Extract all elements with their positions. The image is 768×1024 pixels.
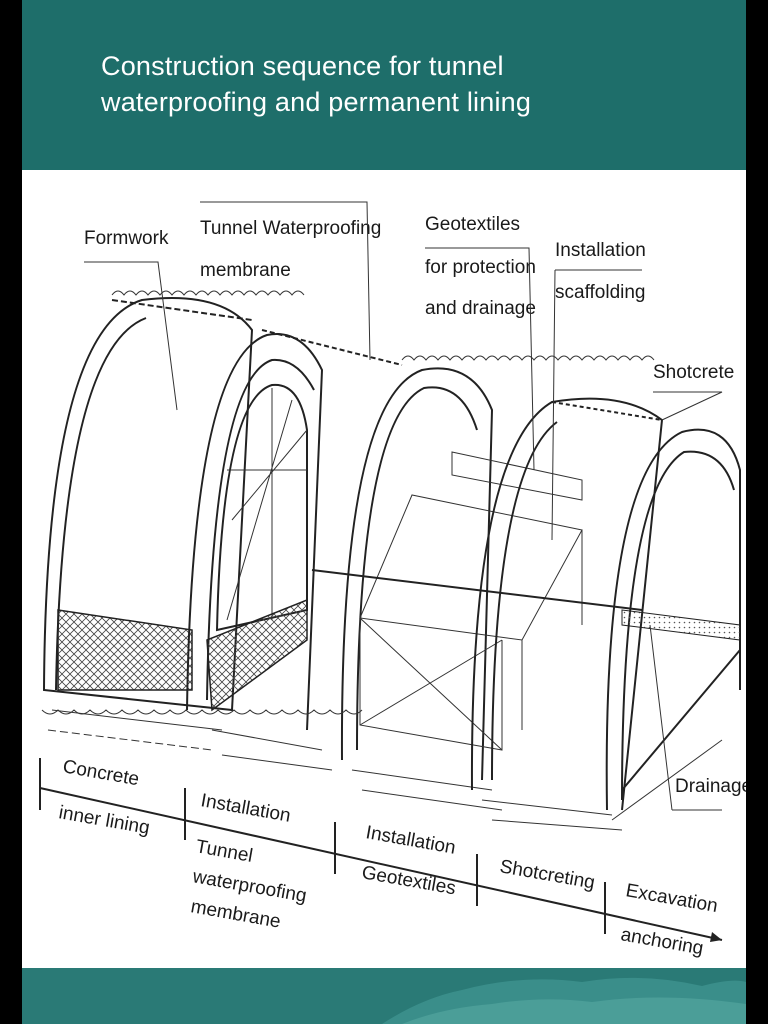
section-excavation: [605, 428, 741, 821]
stage-2-line-4: membrane: [189, 896, 282, 932]
label-drainage: Drainage: [649, 624, 746, 811]
section-waterproofing-membrane: [186, 329, 403, 771]
formwork-label: Formwork: [84, 228, 169, 249]
scaffolding-label-line-2: scaffolding: [555, 282, 646, 303]
axis-arrowhead: [710, 932, 722, 942]
slide-title: Construction sequence for tunnel waterpr…: [101, 48, 701, 120]
label-formwork: Formwork: [84, 228, 178, 411]
title-line-1: Construction sequence for tunnel: [101, 51, 504, 81]
section-shotcrete: [470, 397, 664, 831]
geotextiles-label-line-1: Geotextiles: [425, 214, 520, 235]
geotextiles-label-line-2: for protection: [425, 257, 536, 278]
stage-5-line-2: anchoring: [619, 924, 705, 959]
label-shotcrete: Shotcrete: [653, 362, 734, 421]
stage-2-line-1: Installation: [199, 790, 292, 826]
stage-3-line-2: Geotextiles: [360, 862, 457, 899]
stage-axis: [39, 758, 723, 942]
stage-5-line-1: Excavation: [624, 880, 719, 917]
stage-1-line-1: Concrete: [61, 756, 141, 790]
footer-decoration: [382, 977, 746, 1024]
rock-texture-2: [401, 355, 655, 361]
label-membrane: Tunnel Waterproofing membrane: [200, 201, 381, 361]
stage-1-line-2: inner lining: [57, 802, 151, 839]
geotextiles-label-line-3: and drainage: [425, 298, 536, 319]
slide: Construction sequence for tunnel waterpr…: [22, 0, 746, 1024]
membrane-label-line-2: membrane: [200, 260, 291, 281]
title-line-2: waterproofing and permanent lining: [101, 87, 532, 117]
section-geotextiles: [311, 367, 643, 811]
footer-band: [22, 968, 746, 1024]
membrane-label-line-1: Tunnel Waterproofing: [200, 218, 381, 239]
stage-2-line-2: Tunnel: [194, 836, 254, 867]
header-band: Construction sequence for tunnel waterpr…: [22, 0, 746, 170]
shotcrete-label: Shotcrete: [653, 362, 734, 383]
rock-texture-1: [111, 290, 305, 296]
label-geotextiles: Geotextiles for protection and drainage: [425, 214, 536, 471]
section-concrete-lining: [42, 297, 254, 751]
scaffolding-label-line-1: Installation: [555, 240, 646, 261]
stage-3-line-1: Installation: [364, 822, 457, 858]
label-scaffolding: Installation scaffolding: [551, 240, 646, 541]
drainage-label: Drainage: [675, 776, 746, 797]
tunnel-construction-diagram: Formwork Tunnel Waterproofing membrane G…: [39, 201, 746, 959]
stage-4-line-1: Shotcreting: [498, 856, 596, 893]
rock-texture-floor: [41, 709, 363, 715]
